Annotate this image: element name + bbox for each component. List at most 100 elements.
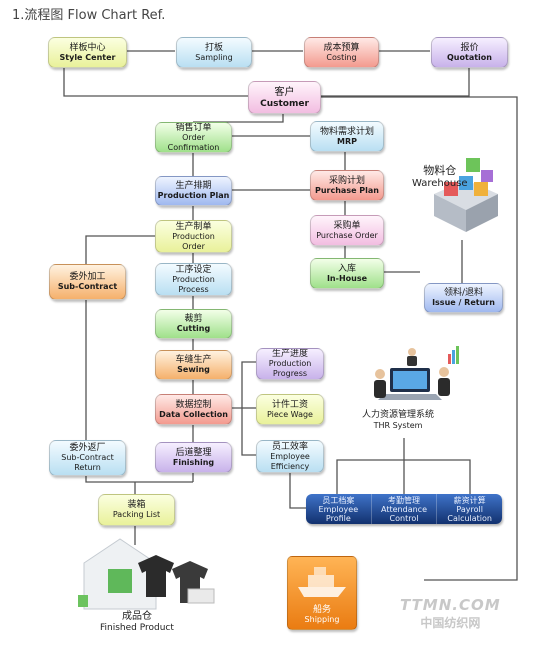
- thr-zh: 人力资源管理系统: [362, 410, 435, 420]
- sewing-zh: 车缝生产: [175, 355, 212, 365]
- in-house-box: 入库 In-House: [310, 258, 384, 289]
- mrp-en: MRP: [337, 136, 357, 146]
- sub-contract-return-en1: Sub-Contract: [61, 453, 114, 462]
- piece-wage-zh: 计件工资: [271, 399, 308, 410]
- shipping-zh: 船务: [312, 605, 331, 615]
- hr-attendance-en2: Control: [389, 513, 419, 523]
- order-en2: Confirmation: [167, 142, 220, 152]
- warehouse-en: Warehouse: [412, 178, 468, 189]
- thr-people-icon: [374, 346, 459, 400]
- production-order-zh: 生产制单: [175, 221, 212, 232]
- shipping-box: 船务 Shipping: [287, 556, 357, 630]
- costing-en: Costing: [326, 52, 357, 62]
- finishing-zh: 后道整理: [175, 447, 212, 458]
- warehouse-label: 物料仓 Warehouse: [412, 162, 468, 189]
- issue-return-en: Issue / Return: [432, 298, 495, 307]
- hr-attendance-en1: Attendance: [381, 504, 427, 514]
- sewing-box: 车缝生产 Sewing: [155, 350, 232, 380]
- production-plan-en: Production Plan: [157, 191, 230, 200]
- employee-efficiency-en2: Efficiency: [270, 461, 310, 471]
- style-center-en: Style Center: [59, 52, 116, 62]
- costing-zh: 成本预算: [323, 42, 360, 53]
- order-zh: 销售订单: [175, 122, 212, 133]
- sampling-en: Sampling: [195, 52, 233, 62]
- issue-return-zh: 领料/退料: [443, 288, 484, 298]
- packing-list-en: Packing List: [112, 510, 161, 519]
- sub-contract-return-en2: Return: [74, 463, 101, 472]
- style-center-zh: 样板中心: [69, 42, 106, 53]
- issue-return-box: 领料/退料 Issue / Return: [424, 283, 503, 313]
- hr-attendance-zh: 考勤管理: [388, 495, 420, 505]
- cutting-en: Cutting: [176, 324, 211, 333]
- sub-contract-return-zh: 委外返厂: [69, 443, 106, 453]
- purchase-order-box: 采购单 Purchase Order: [310, 215, 384, 246]
- employee-efficiency-en1: Employee: [270, 451, 310, 461]
- watermark: TTMN.COM 中国纺织网: [400, 596, 501, 631]
- sub-contract-zh: 委外加工: [69, 272, 106, 282]
- purchase-plan-box: 采购计划 Purchase Plan: [310, 170, 384, 201]
- production-progress-zh: 生产进度: [271, 349, 308, 359]
- ship-icon: [298, 567, 346, 597]
- watermark-line2: 中国纺织网: [420, 616, 481, 630]
- production-progress-en2: Progress: [272, 369, 308, 378]
- piece-wage-en: Piece Wage: [267, 409, 313, 419]
- data-collection-en: Data Collection: [159, 409, 228, 419]
- hr-cell-attendance-control: 考勤管理 Attendance Control: [372, 494, 438, 524]
- production-order-en2: Order: [182, 241, 205, 251]
- employee-efficiency-zh: 员工效率: [271, 441, 308, 452]
- sub-contract-en: Sub-Contract: [57, 282, 118, 291]
- production-process-en1: Production: [172, 274, 215, 284]
- hr-payroll-en1: Payroll: [456, 504, 483, 514]
- mrp-zh: 物料需求计划: [319, 126, 374, 137]
- costing-box: 成本预算 Costing: [304, 37, 379, 68]
- warehouse-icon: [434, 158, 498, 232]
- production-process-box: 工序设定 Production Process: [155, 263, 232, 296]
- purchase-plan-en: Purchase Plan: [314, 185, 379, 195]
- thr-label: 人力资源管理系统 THR System: [362, 410, 434, 431]
- hr-employee-en2: Profile: [325, 513, 351, 523]
- quotation-box: 报价 Quotation: [431, 37, 508, 68]
- warehouse-zh: 物料仓: [423, 164, 457, 177]
- production-process-en2: Process: [178, 284, 209, 294]
- customer-zh: 客户: [274, 86, 295, 98]
- hr-module-bar: 员工档案 Employee Profile 考勤管理 Attendance Co…: [306, 494, 502, 524]
- sewing-en: Sewing: [177, 365, 210, 374]
- mrp-box: 物料需求计划 MRP: [310, 121, 384, 152]
- finished-en: Finished Product: [100, 623, 174, 633]
- cutting-zh: 裁剪: [184, 314, 203, 324]
- watermark-line1: TTMN.COM: [400, 596, 501, 614]
- hr-payroll-zh: 薪资计算: [453, 495, 486, 505]
- cutting-box: 裁剪 Cutting: [155, 309, 232, 339]
- customer-en: Customer: [260, 98, 309, 109]
- finished-zh: 成品仓: [121, 611, 152, 622]
- in-house-en: In-House: [326, 273, 368, 283]
- production-progress-en1: Production: [268, 359, 312, 368]
- hr-employee-zh: 员工档案: [322, 495, 355, 505]
- production-progress-box: 生产进度 Production Progress: [256, 348, 324, 380]
- employee-efficiency-box: 员工效率 Employee Efficiency: [256, 440, 324, 473]
- thr-en: THR System: [373, 421, 423, 430]
- order-en1: Order: [182, 132, 205, 142]
- style-center-box: 样板中心 Style Center: [48, 37, 127, 68]
- hr-cell-employee-profile: 员工档案 Employee Profile: [306, 494, 372, 524]
- finishing-box: 后道整理 Finishing: [155, 442, 232, 473]
- data-collection-box: 数据控制 Data Collection: [155, 394, 232, 425]
- production-order-en1: Production: [172, 231, 215, 241]
- purchase-order-zh: 采购单: [333, 220, 361, 231]
- production-process-zh: 工序设定: [175, 264, 212, 275]
- sampling-box: 打板 Sampling: [176, 37, 252, 68]
- finished-product-warehouse-icon: [78, 538, 215, 610]
- purchase-plan-zh: 采购计划: [328, 175, 365, 186]
- production-plan-zh: 生产排期: [175, 181, 212, 191]
- quotation-zh: 报价: [460, 42, 479, 53]
- hr-payroll-en2: Calculation: [447, 513, 492, 523]
- hr-cell-payroll-calculation: 薪资计算 Payroll Calculation: [437, 494, 502, 524]
- quotation-en: Quotation: [447, 52, 492, 62]
- data-collection-zh: 数据控制: [175, 399, 212, 410]
- purchase-order-en: Purchase Order: [316, 230, 378, 240]
- packing-list-box: 装箱 Packing List: [98, 494, 175, 526]
- customer-box: 客户 Customer: [248, 81, 321, 114]
- order-confirmation-box: 销售订单 Order Confirmation: [155, 122, 232, 153]
